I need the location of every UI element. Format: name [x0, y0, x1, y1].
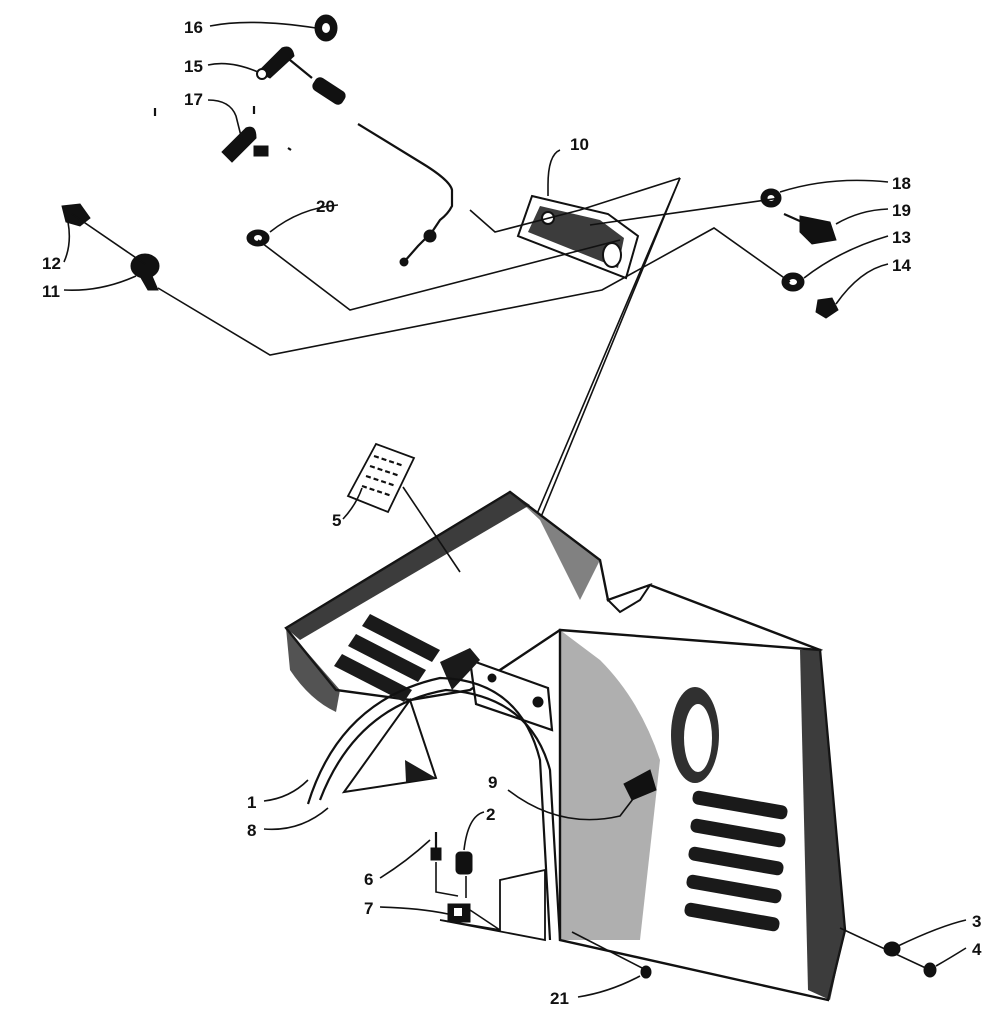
callout-8: 8	[247, 821, 256, 840]
part-14-nut	[815, 297, 839, 319]
throttle-cable	[357, 123, 454, 267]
part-9-clip	[623, 769, 657, 801]
callout-7: 7	[364, 899, 373, 918]
assembly-lines-upper	[71, 177, 791, 691]
callout-18: 18	[892, 174, 911, 193]
callout-6: 6	[364, 870, 373, 889]
callout-4: 4	[972, 940, 982, 959]
callout-5: 5	[332, 511, 341, 530]
front-vents	[684, 790, 788, 932]
callout-21: 21	[550, 989, 569, 1008]
callout-20: 20	[316, 197, 335, 216]
callout-10: 10	[570, 135, 589, 154]
part-7-bracket	[447, 903, 471, 923]
callout-12: 12	[42, 254, 61, 273]
callout-17: 17	[184, 90, 203, 109]
assembly-lines-lower	[435, 862, 931, 971]
callout-13: 13	[892, 228, 911, 247]
top-vents	[334, 614, 440, 702]
part-19-toggle	[783, 212, 837, 245]
part-13-washer	[781, 272, 805, 292]
main-shroud	[284, 490, 847, 1002]
part-6-rivet	[430, 832, 442, 861]
part-15-lever	[256, 46, 346, 105]
part-20-washer	[246, 229, 270, 247]
part-16-grommet	[314, 14, 338, 42]
callout-1: 1	[247, 793, 256, 812]
callout-labels: 16 15 17 20 10 12 11 18 19 13 14 5 1 8 9…	[42, 18, 982, 1008]
callout-19: 19	[892, 201, 911, 220]
part-10-panel	[516, 194, 640, 280]
part-2-spacer	[455, 851, 473, 875]
callout-11: 11	[42, 282, 60, 301]
part-5-decal	[346, 442, 416, 514]
callout-2: 2	[486, 805, 495, 824]
callout-14: 14	[892, 256, 911, 275]
callout-9: 9	[488, 773, 497, 792]
callout-15: 15	[184, 57, 203, 76]
leader-lines	[63, 21, 967, 998]
part-8-trim-arch	[318, 688, 562, 941]
part-11-switch	[130, 253, 160, 291]
part-17-clip	[221, 106, 292, 163]
callout-16: 16	[184, 18, 203, 37]
callout-3: 3	[972, 912, 981, 931]
